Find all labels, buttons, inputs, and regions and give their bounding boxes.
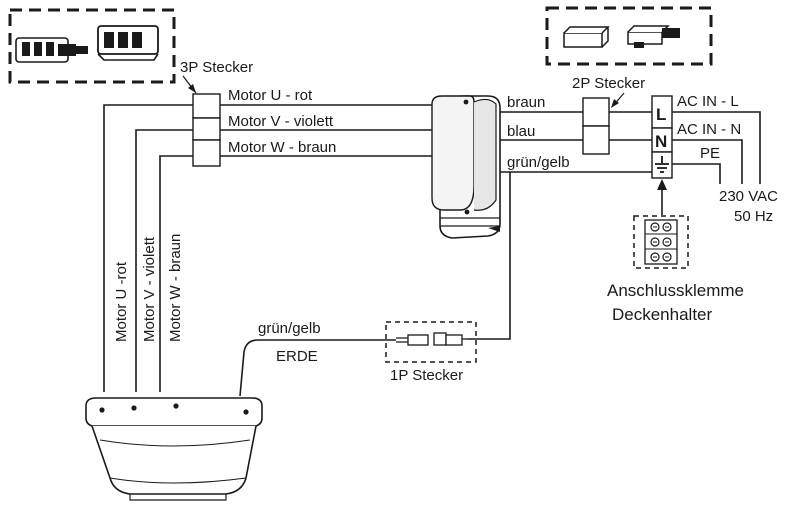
terminal-l-label: L	[656, 105, 666, 124]
wire-ac-in-l	[672, 111, 761, 184]
3p-plug-male-image	[15, 37, 88, 63]
ac-in-l-label: AC IN - L	[677, 93, 739, 110]
controller-unit	[431, 95, 501, 239]
1p-connector-image	[396, 332, 468, 346]
motor-w-label: Motor W - braun	[228, 139, 336, 156]
1p-connector-detail-box	[385, 321, 477, 363]
3p-pointer-arrowhead	[188, 84, 196, 93]
earth-symbol-icon	[655, 156, 669, 173]
2p-socket-image	[627, 25, 680, 48]
3p-stecker-label: 3P Stecker	[180, 59, 253, 76]
wire-erde	[239, 339, 396, 397]
2p-stecker-label: 2P Stecker	[572, 75, 645, 92]
terminal-clamp-image	[644, 219, 678, 265]
clamp-pointer-arrowhead	[657, 179, 667, 190]
motor-housing	[85, 397, 263, 501]
motor-v-vertical-label: Motor V - violett	[141, 236, 158, 342]
2p-connector-detail-box	[545, 6, 713, 66]
wire-gruen-gelb-down	[468, 172, 511, 340]
wire-pe	[672, 163, 721, 184]
wire-motor-v-vertical	[135, 129, 193, 392]
deckenhalter-label: Deckenhalter	[612, 305, 713, 324]
frequency-label: 50 Hz	[734, 208, 773, 225]
3p-connector-block	[192, 93, 221, 167]
gruen-gelb-bottom-label: grün/gelb	[258, 320, 321, 337]
3p-plug-female-image	[97, 25, 159, 61]
terminal-n-label: N	[655, 132, 667, 151]
motor-u-label: Motor U - rot	[228, 87, 313, 104]
terminal-clamp-detail-box	[633, 215, 689, 269]
wire-motor-w-vertical	[159, 155, 193, 392]
ac-in-n-label: AC IN - N	[677, 121, 741, 138]
2p-plug-image	[563, 26, 610, 48]
terminal-block	[651, 95, 673, 179]
blau-label: blau	[507, 123, 535, 140]
voltage-label: 230 VAC	[719, 188, 778, 205]
pe-label: PE	[700, 145, 720, 162]
gruen-gelb-top-label: grün/gelb	[507, 154, 570, 171]
wire-motor-u-vertical	[103, 104, 193, 392]
anschlussklemme-label: Anschlussklemme	[607, 281, 744, 300]
wire-ac-in-n	[672, 139, 743, 184]
2p-connector-block	[582, 97, 610, 155]
3p-connector-detail-box	[8, 8, 176, 84]
1p-stecker-label: 1P Stecker	[390, 367, 463, 384]
2p-pointer-arrowhead	[611, 99, 619, 108]
motor-v-label: Motor V - violett	[228, 113, 334, 130]
motor-u-vertical-label: Motor U -rot	[113, 261, 130, 342]
erde-label: ERDE	[276, 348, 318, 365]
motor-w-vertical-label: Motor W - braun	[167, 234, 184, 342]
braun-label: braun	[507, 94, 545, 111]
